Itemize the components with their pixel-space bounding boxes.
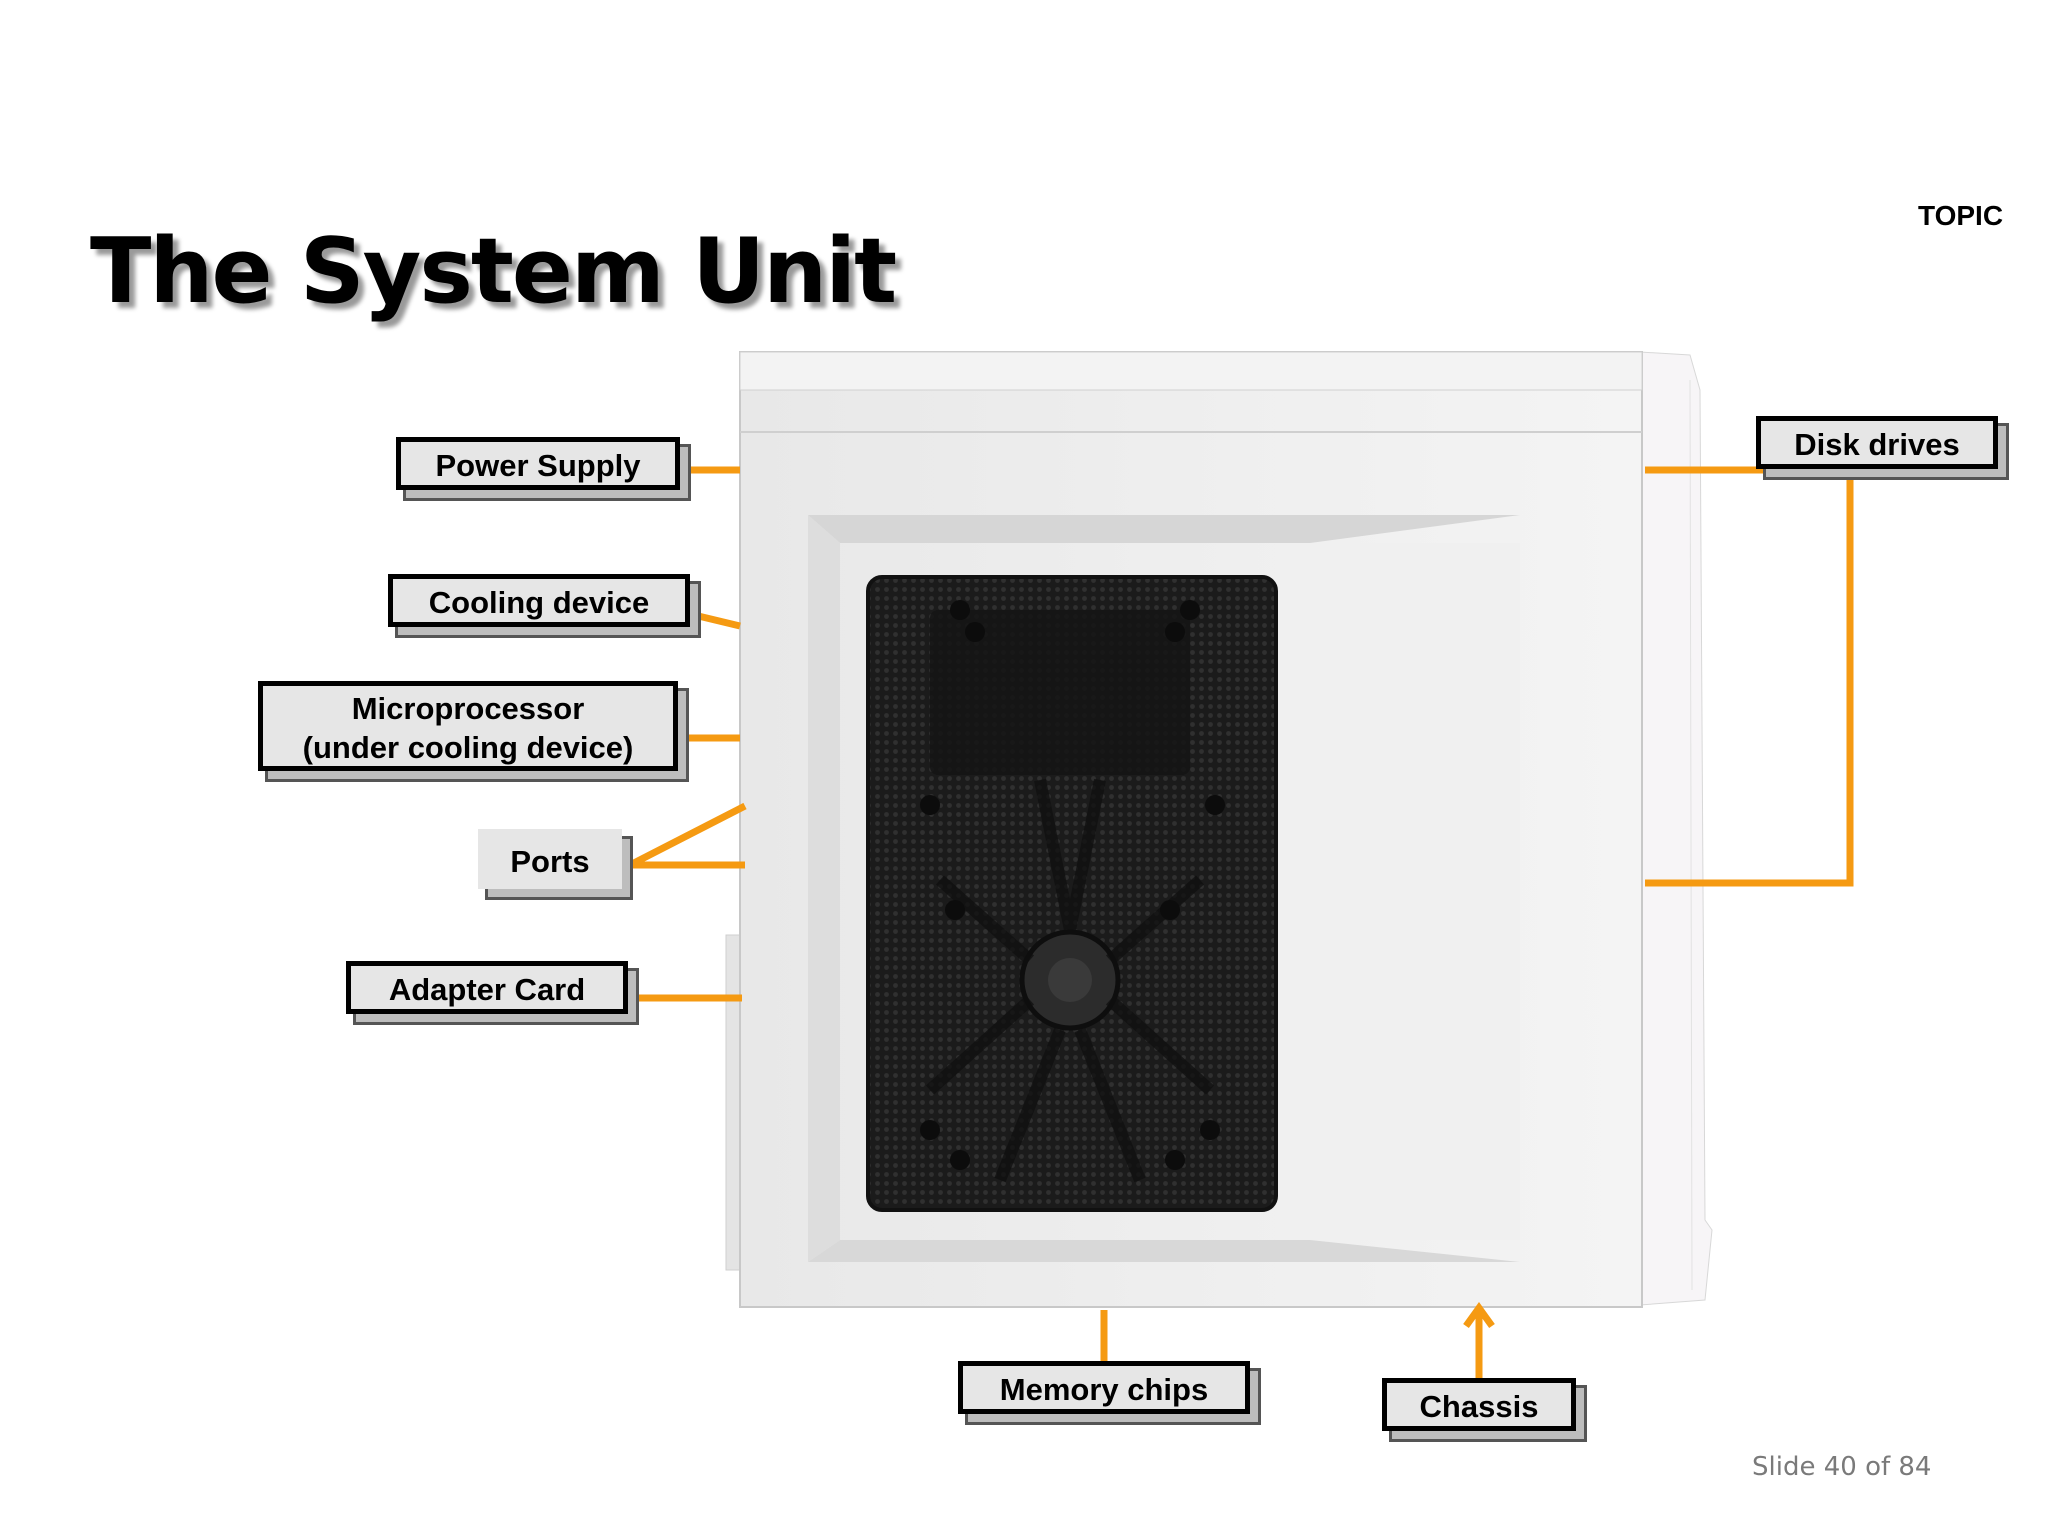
adapter-card-label: Adapter Card <box>346 961 628 1014</box>
disk-drives-leader <box>1645 466 1854 887</box>
microprocessor-label: Microprocessor (under cooling device) <box>258 681 678 771</box>
disk-drives-label: Disk drives <box>1756 416 1998 469</box>
topic-label: TOPIC <box>1918 200 2004 231</box>
cooling-device-label: Cooling device <box>388 574 690 627</box>
cooling-device-leader <box>689 610 741 630</box>
leader-lines <box>628 466 1854 1382</box>
slide-title: The System Unit <box>90 219 897 324</box>
chassis-arrowhead <box>1463 1302 1495 1329</box>
ports-leader-upper <box>628 802 747 869</box>
ports-label: Ports <box>478 829 622 889</box>
power-supply-label: Power Supply <box>396 437 680 490</box>
slide-number: Slide 40 of 84 <box>1752 1452 1932 1482</box>
memory-chips-label: Memory chips <box>958 1361 1250 1414</box>
chassis-label: Chassis <box>1382 1378 1576 1431</box>
computer-case-image <box>725 351 1713 1308</box>
